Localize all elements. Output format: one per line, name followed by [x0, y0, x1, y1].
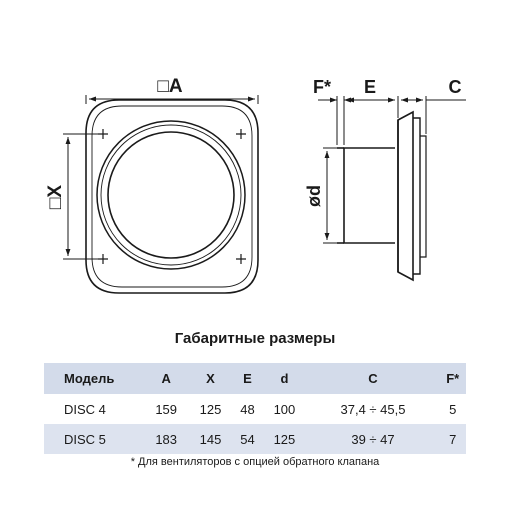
header-c: C [368, 371, 378, 386]
cell-e: 54 [240, 431, 255, 447]
grille-disc [107, 131, 235, 259]
faceplate-inner-outline [91, 105, 253, 288]
faceplate-side [397, 110, 414, 282]
cell-f: 7 [449, 431, 457, 447]
front-view [63, 95, 259, 294]
cell-model: DISC 5 [64, 431, 106, 447]
cell-d: 100 [273, 401, 296, 417]
dimension-x-label: □X [45, 185, 66, 209]
header-a: A [161, 371, 171, 386]
table-header-row: Модель A X E d C F* [44, 363, 466, 394]
dimension-d-label: ød [304, 185, 324, 207]
cell-c: 39 ÷ 47 [351, 431, 395, 447]
grille-ring-outer [96, 120, 246, 270]
table-row: DISC 5 183 145 54 125 39 ÷ 47 7 [44, 424, 466, 454]
header-f: F* [446, 371, 460, 386]
technical-drawing: □A □X [45, 76, 466, 294]
cell-d: 125 [273, 431, 296, 447]
cell-model: DISC 4 [64, 401, 106, 417]
side-extension-lines [336, 96, 427, 145]
dimension-a-lines [85, 95, 259, 104]
dimensions-table: Модель A X E d C F* DISC 4 159 125 48 10… [44, 363, 466, 454]
dimension-x-lines [63, 133, 98, 260]
footnote: * Для вентиляторов с опцией обратного кл… [130, 456, 380, 468]
header-x: X [206, 371, 215, 386]
dimension-a-label: □A [157, 76, 182, 97]
header-e: E [243, 371, 252, 386]
cell-x: 145 [199, 431, 222, 447]
cell-e: 48 [240, 401, 255, 417]
cell-f: 5 [449, 401, 457, 417]
dimension-e-label: E [364, 77, 376, 97]
faceplate-outline [85, 99, 259, 294]
side-view [318, 96, 466, 282]
front-panel-side [413, 117, 421, 275]
dimension-f-label: F* [313, 77, 331, 97]
dimension-c-label: C [449, 77, 462, 97]
table-title: Габаритные размеры [174, 330, 336, 347]
dimension-d-lines [323, 147, 337, 244]
mounting-holes [98, 129, 246, 264]
table-row: DISC 4 159 125 48 100 37,4 ÷ 45,5 5 [44, 394, 466, 424]
cell-a: 183 [155, 431, 178, 447]
header-d: d [280, 371, 289, 386]
cell-a: 159 [155, 401, 178, 417]
duct-spigot [343, 147, 395, 244]
cell-x: 125 [199, 401, 222, 417]
cell-c: 37,4 ÷ 45,5 [340, 401, 406, 417]
front-disc-side [420, 135, 427, 258]
header-model: Модель [64, 371, 115, 386]
grille-ring-middle [100, 124, 242, 266]
